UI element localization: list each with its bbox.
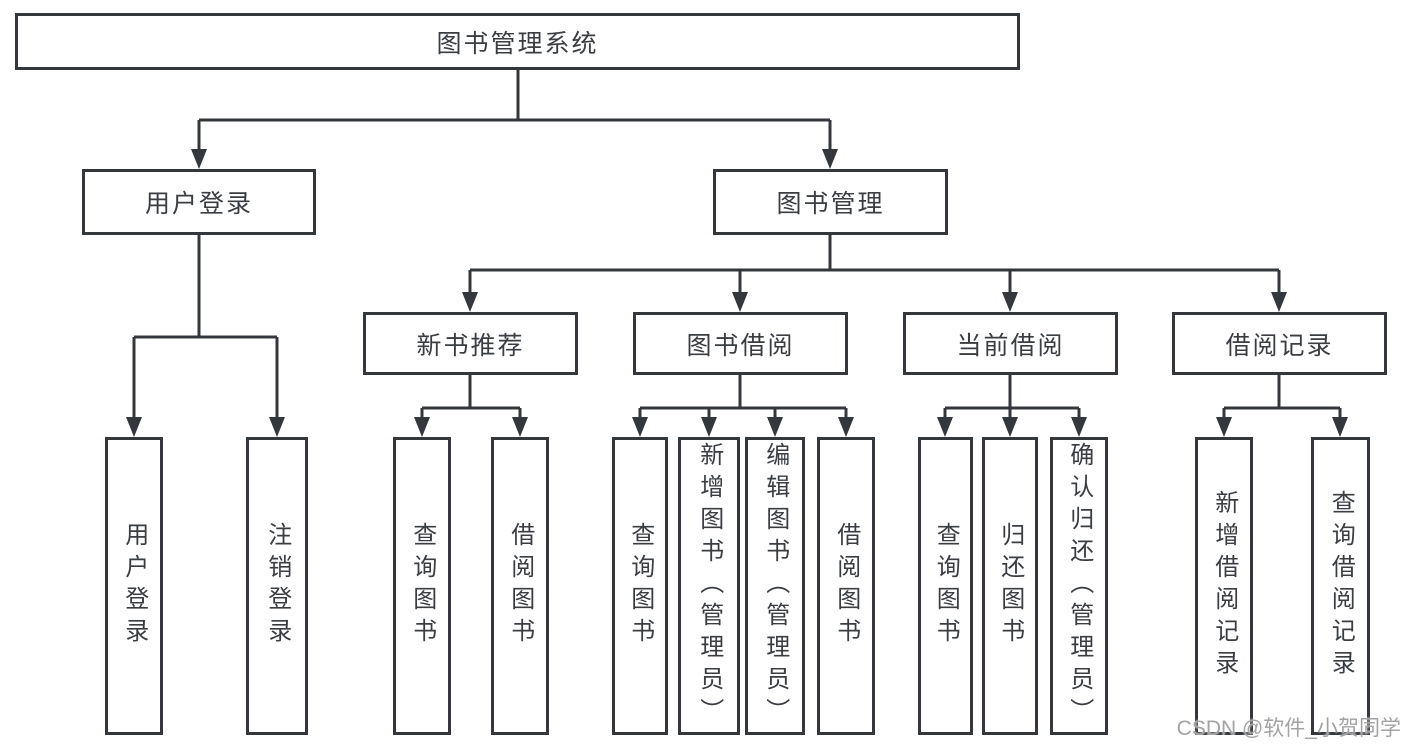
node-user-login-label: 用户登录: [144, 190, 253, 218]
node-login: 用户登录: [105, 437, 163, 735]
arrowhead-icon: [1002, 417, 1018, 437]
node-logout-label: 注销登录: [263, 522, 291, 650]
node-current-confirm-label: 确认归还（管理员）: [1065, 442, 1093, 730]
arrowhead-icon: [1002, 292, 1018, 312]
node-current-confirm: 确认归还（管理员）: [1050, 437, 1108, 735]
node-book-management-label: 图书管理: [776, 190, 885, 218]
arrowhead-icon: [632, 417, 648, 437]
node-borrow-edit-label: 编辑图书（管理员）: [761, 442, 789, 730]
arrowhead-icon: [1071, 417, 1087, 437]
arrowhead-icon: [512, 417, 528, 437]
node-current-query-label: 查询图书: [932, 522, 960, 650]
arrowhead-icon: [414, 417, 430, 437]
node-new-book-recommend: 新书推荐: [363, 312, 578, 375]
arrowhead-icon: [1271, 292, 1287, 312]
node-current-return-label: 归还图书: [996, 522, 1024, 650]
arrowhead-icon: [937, 417, 953, 437]
node-borrow-records-label: 借阅记录: [1225, 331, 1334, 360]
node-records-add: 新增借阅记录: [1195, 437, 1253, 735]
node-book-borrow: 图书借阅: [633, 312, 848, 375]
node-logout: 注销登录: [246, 437, 308, 735]
node-borrow-borrow: 借阅图书: [817, 437, 875, 735]
node-borrow-query: 查询图书: [612, 437, 668, 735]
node-newbook-query-label: 查询图书: [408, 522, 436, 650]
node-current-borrow: 当前借阅: [903, 312, 1118, 375]
arrowhead-icon: [126, 417, 142, 437]
node-new-book-recommend-label: 新书推荐: [416, 331, 525, 360]
arrowhead-icon: [1216, 417, 1232, 437]
node-records-query-label: 查询借阅记录: [1327, 490, 1355, 682]
node-root: 图书管理系统: [15, 13, 1020, 70]
node-current-return: 归还图书: [982, 437, 1038, 735]
node-newbook-borrow: 借阅图书: [491, 437, 549, 735]
node-records-query: 查询借阅记录: [1311, 437, 1370, 735]
node-book-borrow-label: 图书借阅: [686, 331, 795, 360]
arrowhead-icon: [462, 292, 478, 312]
arrowhead-icon: [269, 417, 285, 437]
arrowhead-icon: [1332, 417, 1348, 437]
node-borrow-query-label: 查询图书: [626, 522, 654, 650]
node-borrow-edit: 编辑图书（管理员）: [745, 437, 805, 735]
arrowhead-icon: [767, 417, 783, 437]
arrowhead-icon: [732, 292, 748, 312]
node-borrow-add-label: 新增图书（管理员）: [695, 442, 723, 730]
node-records-add-label: 新增借阅记录: [1210, 490, 1238, 682]
csdn-watermark: CSDN @软件_小贺同学: [1176, 717, 1401, 740]
arrowhead-icon: [191, 149, 207, 169]
node-current-borrow-label: 当前借阅: [956, 331, 1065, 360]
node-borrow-records: 借阅记录: [1172, 312, 1387, 375]
node-root-label: 图书管理系统: [436, 29, 599, 58]
arrowhead-icon: [701, 417, 717, 437]
node-user-login: 用户登录: [82, 169, 316, 235]
node-newbook-query: 查询图书: [393, 437, 451, 735]
arrowhead-icon: [822, 149, 838, 169]
node-login-label: 用户登录: [120, 522, 148, 650]
node-current-query: 查询图书: [918, 437, 973, 735]
arrowhead-icon: [838, 417, 854, 437]
node-borrow-add: 新增图书（管理员）: [678, 437, 740, 735]
node-borrow-borrow-label: 借阅图书: [832, 522, 860, 650]
node-book-management: 图书管理: [713, 169, 948, 235]
node-newbook-borrow-label: 借阅图书: [506, 522, 534, 650]
